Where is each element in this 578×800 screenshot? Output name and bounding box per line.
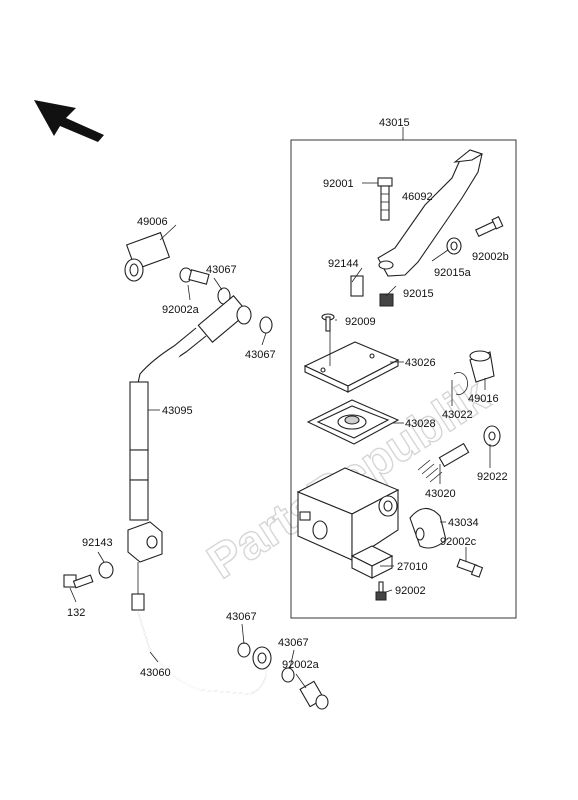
reservoir-cap xyxy=(303,341,400,393)
label-92002: 92002 xyxy=(395,585,426,597)
assembly-frame xyxy=(290,139,517,619)
label-43095: 43095 xyxy=(162,405,193,417)
leader-lines xyxy=(69,182,491,689)
washer-92022 xyxy=(483,425,501,447)
label-49006: 49006 xyxy=(137,216,168,228)
washer-43067-c xyxy=(237,642,251,658)
label-92002a-lower: 92002a xyxy=(282,659,320,671)
label-92009: 92009 xyxy=(345,316,376,328)
collar-92143 xyxy=(98,561,114,579)
hose-sleeve xyxy=(129,381,149,451)
label-92015a: 92015a xyxy=(434,267,472,279)
label-43067-a: 43067 xyxy=(206,264,237,276)
master-cylinder-body xyxy=(296,467,400,562)
spring-92144 xyxy=(350,275,364,297)
banjo-bolt-top xyxy=(179,267,210,285)
nut-92015 xyxy=(379,293,394,307)
label-43026: 43026 xyxy=(405,357,436,369)
label-49016: 49016 xyxy=(468,393,499,405)
label-43067-d: 43067 xyxy=(278,637,309,649)
label-92001: 92001 xyxy=(323,178,354,190)
label-132: 132 xyxy=(67,607,85,619)
diaphragm xyxy=(306,399,400,445)
label-92022: 92022 xyxy=(477,471,508,483)
label-43022: 43022 xyxy=(442,409,473,421)
label-92002a: 92002a xyxy=(162,304,200,316)
brake-lever xyxy=(377,149,484,277)
cover-49006 xyxy=(124,231,171,282)
label-92002b: 92002b xyxy=(472,251,509,263)
bolt-92001 xyxy=(377,177,393,221)
screw-92009 xyxy=(321,313,335,332)
label-92015: 92015 xyxy=(403,288,434,300)
bolt-132 xyxy=(63,574,94,589)
washer-43067-b xyxy=(259,316,273,334)
label-43028: 43028 xyxy=(405,418,436,430)
label-43015: 43015 xyxy=(379,117,410,129)
banjo-lower xyxy=(252,646,272,670)
screw-92002b xyxy=(475,216,504,238)
label-46092: 46092 xyxy=(402,191,433,203)
label-92002c: 92002c xyxy=(440,536,477,548)
boot-49016 xyxy=(469,350,495,383)
label-43067-b: 43067 xyxy=(245,349,276,361)
clamp-43034 xyxy=(409,507,447,549)
joint-block xyxy=(127,521,163,563)
nut-92015a xyxy=(446,237,462,255)
label-43020: 43020 xyxy=(425,488,456,500)
circlip-43022 xyxy=(453,372,468,395)
label-43034: 43034 xyxy=(448,517,479,529)
screw-92002 xyxy=(375,581,387,601)
label-43060: 43060 xyxy=(140,667,171,679)
brake-pipe xyxy=(131,562,267,695)
label-92144: 92144 xyxy=(328,258,359,270)
front-arrow-icon xyxy=(34,100,104,142)
hose-upper-fitting xyxy=(197,295,252,343)
label-92143: 92143 xyxy=(82,537,113,549)
switch-27010 xyxy=(350,545,394,579)
label-27010: 27010 xyxy=(397,561,428,573)
label-43067-c: 43067 xyxy=(226,611,257,623)
bolt-92002c xyxy=(456,558,484,578)
washer-43067-d xyxy=(281,667,295,683)
piston-kit xyxy=(417,442,470,483)
